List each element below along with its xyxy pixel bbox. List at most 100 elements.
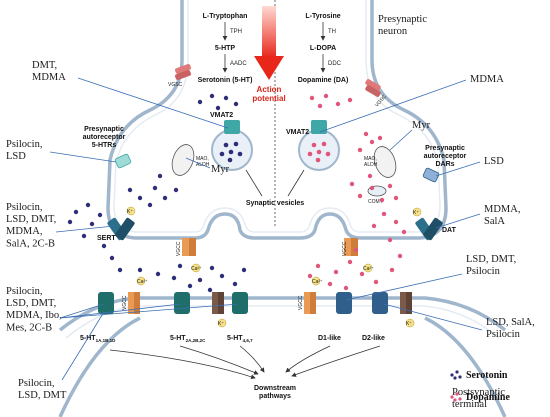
action-potential-arrow [254, 6, 284, 80]
vgcc-pre-left-label: VGCC [176, 241, 182, 256]
ca-pre-left-label: Ca²⁺ [191, 266, 202, 272]
drug-label-dmt-mdma: DMT,MDMA [32, 60, 66, 83]
serotonin-synthesis: L-Tryptophan TPH 5-HTP AADC Serotonin (5… [198, 13, 253, 84]
postsynaptic-membrane [58, 296, 507, 417]
dopamine-dot [369, 185, 375, 191]
serotonin-dot [162, 195, 168, 201]
dopamine-dot [347, 97, 353, 103]
th-label: TH [328, 29, 336, 35]
mao-aldh-left-label: MAO,ALDH [196, 156, 210, 168]
dopamine-dot [371, 223, 377, 229]
k-ion-sert: K⁺ [126, 206, 136, 216]
serotonin-dot [81, 233, 87, 239]
aadc-label: AADC [230, 61, 247, 67]
vgcc-presynaptic-left: VGCC Ca²⁺ [176, 238, 202, 273]
dopamine-dot [315, 263, 321, 269]
synaptic-vesicles-label: Synaptic vesicles [246, 200, 304, 207]
serotonin-dot [89, 221, 95, 227]
serotonin-dot [137, 195, 143, 201]
serotonin-dot [219, 273, 225, 279]
serotonin-dot [187, 283, 193, 289]
serotonin-dot [117, 267, 123, 273]
vmat2-right-icon [311, 120, 327, 134]
dopamine-dot [377, 135, 383, 141]
k-sert-label: K⁺ [127, 209, 133, 215]
vgsc-left-label: VGSC [168, 82, 183, 88]
serotonin-dot [67, 219, 73, 225]
serotonin-dot [207, 287, 213, 293]
dopamine-dot [335, 101, 341, 107]
dopamine-synthesis: L-Tyrosine TH L-DOPA DDC Dopamine (DA) [298, 13, 349, 84]
vmat2-right-label: VMAT2 [286, 129, 309, 136]
serotonin-dot [73, 209, 79, 215]
vmat2-left-icon [224, 120, 240, 134]
receptor-5ht2-label: 5-HT2A,2B,2C [170, 335, 206, 343]
serotonin-dot [209, 93, 215, 99]
dopamine-dot [327, 281, 333, 287]
dopamine-dot [397, 253, 403, 259]
dopamine-dot [343, 285, 349, 291]
dopamine-dot [369, 139, 375, 145]
sert-label: SERT [97, 235, 116, 242]
serotonin-dot [209, 265, 215, 271]
serotonin-dot [215, 105, 221, 111]
vmat2-left-label: VMAT2 [210, 112, 233, 119]
vgcc-pre-right-label: VGCC [342, 241, 348, 256]
l-tyrosine-label: L-Tyrosine [305, 13, 340, 20]
vgcc-post-left-label: VGCC [122, 295, 128, 310]
serotonin-dot [171, 275, 177, 281]
drug-label-psilocin-lsd: Psilocin,LSD [6, 139, 42, 162]
serotonin-dot [152, 185, 158, 191]
l-dopa-label: L-DOPA [310, 45, 336, 52]
dopamine-dot [381, 211, 387, 217]
k-post-right-label: K⁺ [406, 321, 412, 327]
k-dat-label: K⁺ [413, 210, 419, 216]
dopamine-dot [393, 195, 399, 201]
dopamine-dot [387, 237, 393, 243]
vesicle-serotonin-dot [233, 141, 239, 147]
receptor-d2-label: D2-like [362, 335, 385, 342]
serotonin-dot [197, 99, 203, 105]
serotonin-dot [233, 101, 239, 107]
serotonin-dot [85, 202, 91, 208]
vesicle-serotonin-dot [228, 149, 234, 155]
receptor-5ht4-label: 5-HT4,6,7 [227, 335, 253, 343]
legend-dopamine: Dopamine [450, 392, 510, 403]
dopamine-vesicle: VMAT2 [286, 120, 340, 171]
vgcc-postsynaptic-right: VGCC Ca²⁺ [298, 276, 323, 314]
neurotransmitter-dots [67, 93, 407, 293]
5-htp-label: 5-HTP [215, 45, 236, 52]
k-post-left-label: K⁺ [218, 321, 224, 327]
dopamine-dot [357, 147, 363, 153]
dopamine-dot [307, 273, 313, 279]
dopamine-dot [317, 103, 323, 109]
dopamine-dot [393, 219, 399, 225]
drug-label-myr-left: Myr [211, 164, 230, 175]
vesicle-dopamine-dot [321, 141, 327, 147]
vesicle-serotonin-dot [227, 157, 233, 163]
receptor-d1-label: D1-like [318, 335, 341, 342]
serotonin-dot [173, 187, 179, 193]
serotonin-dot [127, 187, 133, 193]
dopamine-dot [363, 131, 369, 137]
dopamine-dot [347, 259, 353, 265]
legend-serotonin-label: Serotonin [466, 370, 508, 381]
mao-aldh-right: MAO,ALDH [364, 146, 397, 178]
serotonin-dot [177, 263, 183, 269]
dopamine-dot [323, 93, 329, 99]
vesicle-dopamine-dot [307, 151, 313, 157]
vgcc-postsynaptic-left: VGCC Ca²⁺ [122, 276, 148, 314]
sert-transporter: SERT [97, 217, 135, 242]
vgsc-left: VGSC [168, 64, 191, 88]
serotonin-dot [147, 202, 153, 208]
serotonin-dot [97, 212, 103, 218]
ddc-label: DDC [328, 61, 342, 67]
receptor-d1: D1-like [318, 292, 352, 342]
